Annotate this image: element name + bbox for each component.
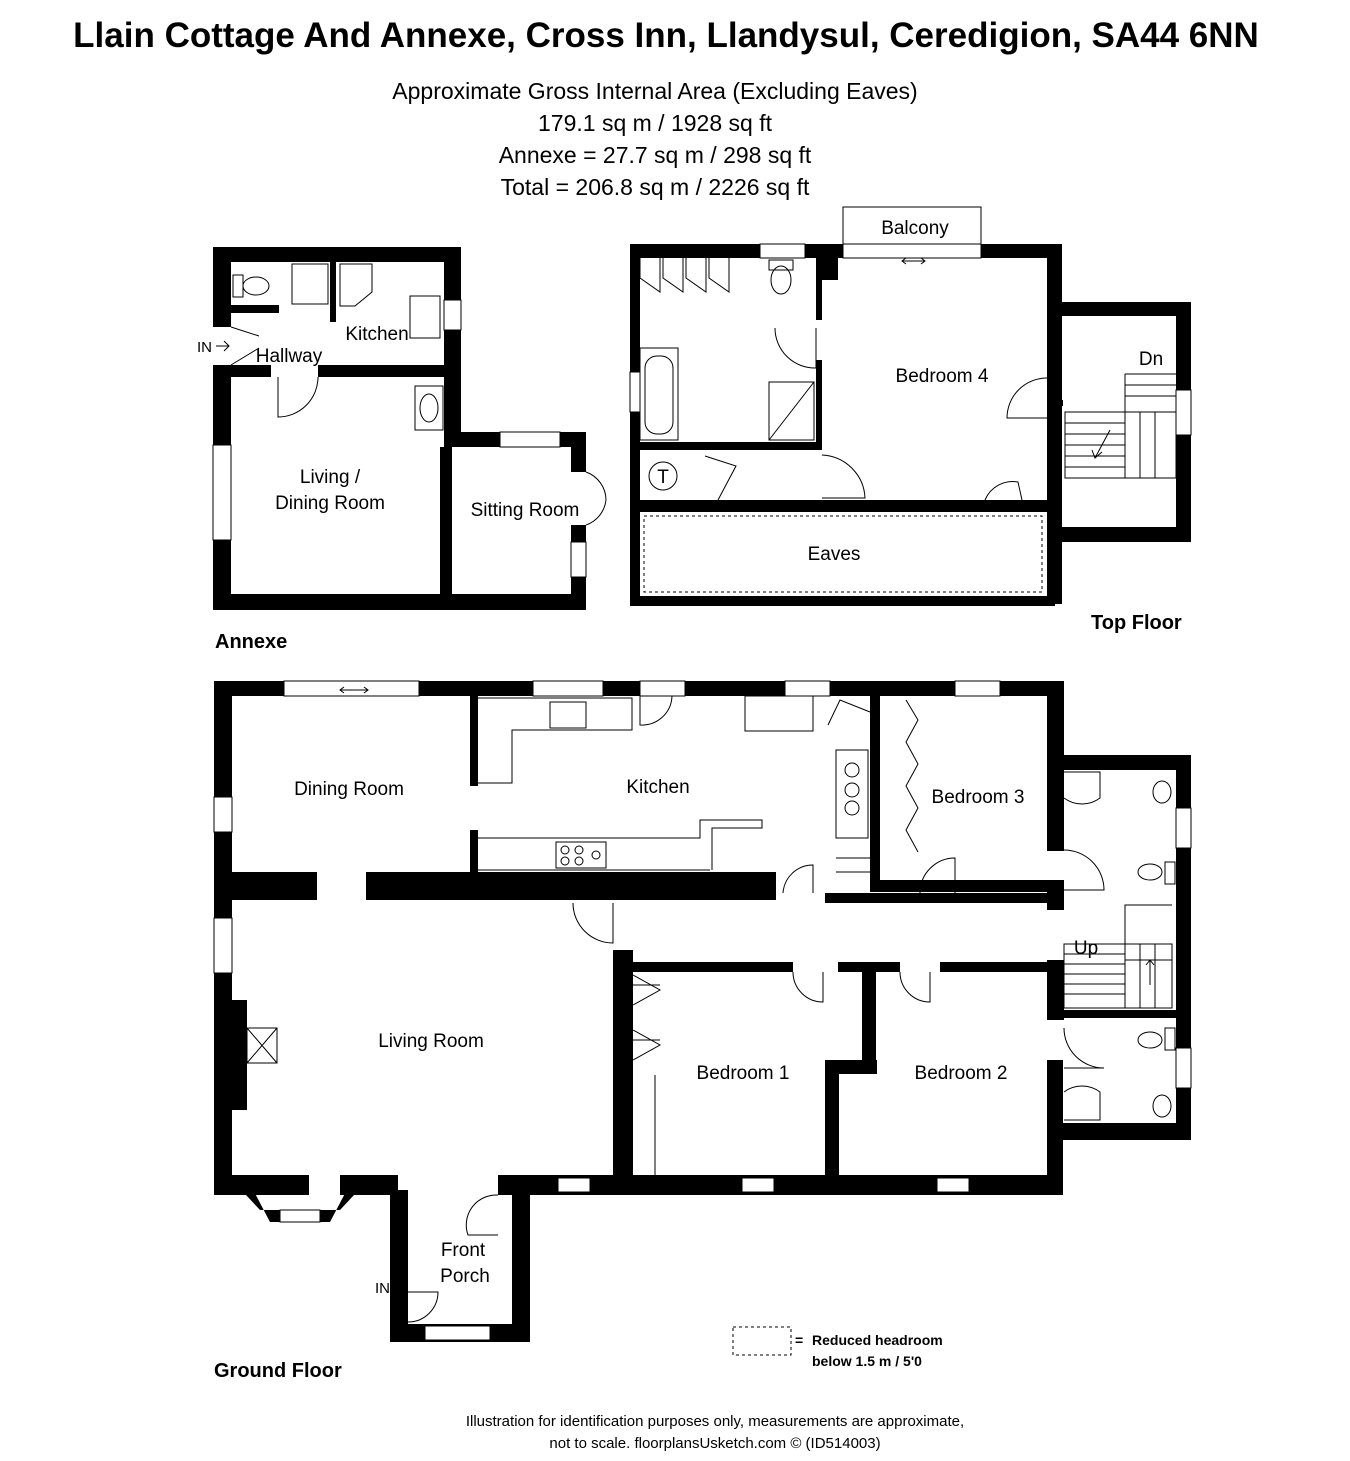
dining-room-label: Dining Room xyxy=(294,779,404,800)
legend-equals: = xyxy=(795,1332,803,1348)
bedroom-2-label: Bedroom 2 xyxy=(915,1063,1008,1084)
annexe-plan: Kitchen Hallway Living / Dining Room Sit… xyxy=(197,247,607,653)
water-tank-icon xyxy=(648,461,678,491)
annexe-living-label-2: Dining Room xyxy=(275,493,385,514)
area-total: Total = 206.8 sq m / 2226 sq ft xyxy=(501,174,810,200)
legend-line-2: below 1.5 m / 5'0 xyxy=(812,1353,922,1369)
area-main: 179.1 sq m / 1928 sq ft xyxy=(538,110,773,136)
annexe-kitchen-label: Kitchen xyxy=(345,324,408,345)
bedroom-3-label: Bedroom 3 xyxy=(932,787,1025,808)
tank-label: T xyxy=(657,467,669,488)
annexe-entrance-label: IN xyxy=(197,339,212,356)
area-annexe: Annexe = 27.7 sq m / 298 sq ft xyxy=(499,142,812,168)
kitchen-label: Kitchen xyxy=(626,777,689,798)
legend: = Reduced headroom below 1.5 m / 5'0 xyxy=(732,1326,943,1369)
ground-floor-plan: Dining Room Kitchen Bedroom 3 Up Living … xyxy=(213,680,1192,1382)
balcony-label: Balcony xyxy=(881,218,949,239)
annexe-floor-label: Annexe xyxy=(215,631,287,653)
top-floor-label: Top Floor xyxy=(1091,612,1182,634)
eaves-label: Eaves xyxy=(808,544,861,565)
disclaimer-line-2: not to scale. floorplansUsketch.com © (I… xyxy=(549,1435,880,1452)
ground-entrance-label: IN xyxy=(375,1280,390,1297)
property-title: Llain Cottage And Annexe, Cross Inn, Lla… xyxy=(73,16,1259,55)
ground-floor-label: Ground Floor xyxy=(214,1360,342,1382)
top-floor-plan: Balcony xyxy=(629,206,1192,634)
reduced-headroom-swatch xyxy=(732,1326,792,1356)
bedroom-4-label: Bedroom 4 xyxy=(896,366,989,387)
legend-line-1: Reduced headroom xyxy=(812,1332,943,1348)
annexe-hallway-label: Hallway xyxy=(256,346,323,367)
living-room-label: Living Room xyxy=(378,1031,484,1052)
bedroom-1-label: Bedroom 1 xyxy=(697,1063,790,1084)
disclaimer-line-1: Illustration for identification purposes… xyxy=(466,1413,964,1430)
stairs-down-label: Dn xyxy=(1139,349,1163,370)
area-heading: Approximate Gross Internal Area (Excludi… xyxy=(392,78,917,104)
eaves-area xyxy=(643,515,1043,593)
porch-label-2: Porch xyxy=(440,1266,490,1287)
porch-label: Front xyxy=(441,1240,486,1261)
annexe-living-label: Living / xyxy=(300,467,361,488)
stairs-up-label: Up xyxy=(1074,938,1098,959)
annexe-sitting-label: Sitting Room xyxy=(471,500,580,521)
